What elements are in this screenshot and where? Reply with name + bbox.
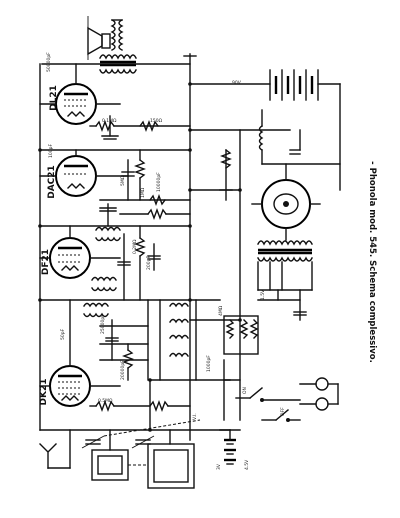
wave-switch-icon	[235, 387, 301, 402]
output-transformer-icon	[99, 54, 137, 74]
label-4-5v: 4.5V	[244, 459, 250, 470]
dial-lamp-icon	[299, 377, 339, 411]
label-c-10000: 10000pF	[156, 172, 162, 192]
network-dac21	[99, 149, 191, 227]
label-90v: 90V	[232, 80, 242, 86]
label-off: OFF	[280, 407, 286, 416]
label-r-05m: 0.5MΩ	[98, 398, 113, 404]
loudspeaker-icon	[87, 16, 111, 60]
label-r-5m: 5MΩ	[120, 175, 126, 186]
tube-dac21	[39, 149, 129, 197]
junction-dots	[38, 82, 242, 432]
label-grid-cap: 100pF	[48, 144, 54, 158]
label-c-25000: 25000pF	[100, 314, 106, 334]
speaker-coil-icon	[110, 19, 124, 51]
label-r-plate: 0.1MΩ	[102, 118, 117, 124]
power-transformer-icon	[257, 240, 313, 291]
label-c-50: 50pF	[60, 328, 66, 340]
hv-battery-icon	[269, 69, 341, 191]
label-1-5v: 1.5V	[260, 289, 266, 300]
label-on: ON	[242, 387, 248, 394]
label-3v: 3V	[216, 463, 222, 470]
antenna-icon	[39, 443, 71, 469]
resistors-dk21	[89, 379, 191, 431]
filament-battery-icon	[219, 429, 241, 465]
label-r-02m: 0.2MΩ	[132, 239, 138, 254]
schematic-caption: - Phonola mod. 545. Schema complessivo.	[367, 161, 377, 363]
label-r-150: 150Ω	[150, 118, 163, 124]
on-off-switch-icon	[261, 409, 301, 422]
label-c-1000: 1000pF	[206, 355, 212, 372]
tube-label-df21: DF21	[41, 249, 51, 275]
tuning-capacitor-icon	[81, 419, 201, 449]
label-c-200: 200pF	[146, 256, 152, 270]
label-r-1m: 1MΩ	[140, 187, 146, 198]
tube-dk21	[39, 299, 121, 407]
hv-filter-block-icon	[223, 289, 307, 421]
label-c-20000: 20000pF	[120, 360, 126, 380]
oscillator-coils-icon	[83, 299, 197, 381]
label-vi: V.I.	[192, 413, 198, 420]
frame-antenna-icon	[69, 429, 195, 489]
filter-choke-icon	[258, 109, 341, 165]
label-r-4m: 4MΩ	[218, 305, 224, 316]
label-plate-cap: 50000pF	[46, 52, 52, 72]
if-transformer-1-icon	[91, 225, 161, 301]
smoothing-capacitors-icon	[219, 129, 301, 201]
tube-label-dac21: DAC21	[47, 165, 57, 199]
resistors-dl21	[89, 115, 191, 140]
vibrator-icon	[251, 163, 321, 241]
tube-label-dl21: DL21	[49, 85, 59, 111]
tube-df21	[39, 225, 121, 279]
tube-dl21	[39, 63, 121, 125]
tube-label-dk21: DK21	[39, 379, 49, 406]
